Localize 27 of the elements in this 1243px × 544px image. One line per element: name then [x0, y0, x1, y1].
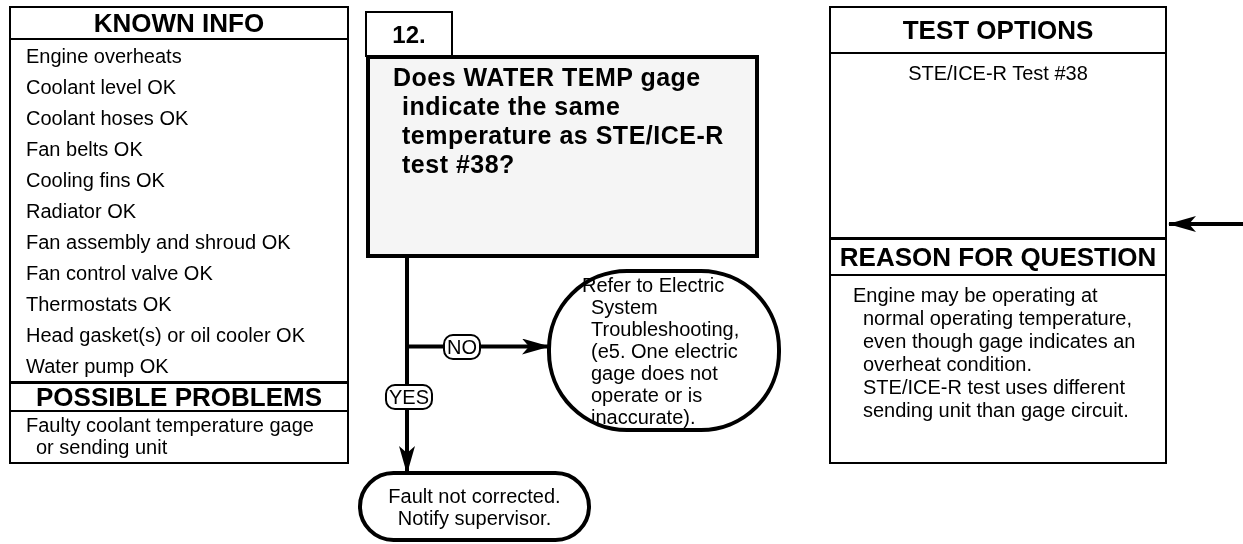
list-item: Fan assembly and shroud OK [25, 229, 292, 255]
panel-heading: POSSIBLE PROBLEMS [11, 381, 347, 412]
panel-heading: TEST OPTIONS [831, 8, 1165, 54]
list-item: Water pump OK [25, 353, 170, 379]
list-item: Radiator OK [25, 198, 138, 224]
list-item: Fan belts OK [25, 136, 144, 162]
panel-heading: KNOWN INFO [11, 8, 347, 40]
reason-text: Engine may be operating at normal operating temperature, even though gage indicates an overheat condition. [852, 283, 1137, 376]
flow-arrow [399, 258, 415, 474]
flow-arrow [1168, 216, 1243, 232]
list-item: Coolant level OK [25, 74, 178, 100]
list-item: Coolant hoses OK [25, 105, 190, 131]
list-item: Engine overheats [25, 43, 183, 69]
panel-heading: REASON FOR QUESTION [831, 237, 1165, 276]
list-item: Faulty coolant temperature gage or sending unit [25, 413, 315, 458]
list-item: Fan control valve OK [25, 260, 214, 286]
info-panel [829, 6, 1167, 464]
test-option-text: STE/ICE-R Test #38 [907, 61, 1089, 85]
edge-label: YES [385, 384, 433, 410]
reason-text: STE/ICE-R test uses different sending unit than gage circuit. [862, 376, 1130, 423]
list-item: Head gasket(s) or oil cooler OK [25, 322, 306, 348]
info-panel [9, 6, 349, 464]
list-item: Thermostats OK [25, 291, 173, 317]
question-box: Does WATER TEMP gage indicate the same temperature as STE/ICE-R test #38? [366, 55, 759, 258]
step-number-box: 12. [365, 11, 453, 57]
list-item: Cooling fins OK [25, 167, 166, 193]
edge-label: NO [443, 333, 481, 360]
